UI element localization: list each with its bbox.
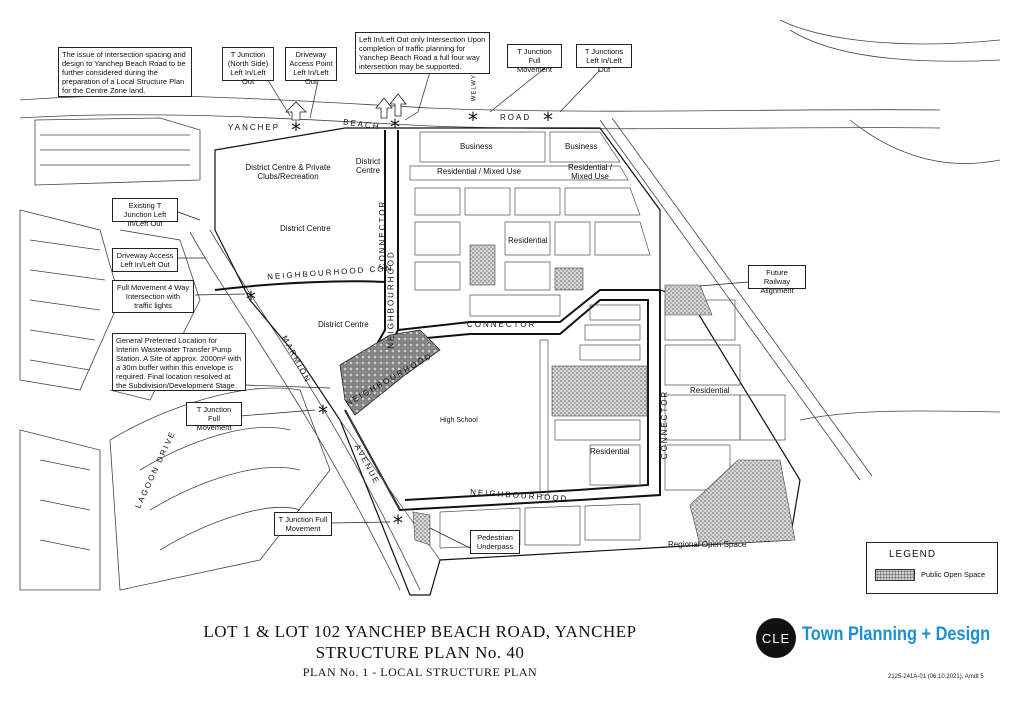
note-existing-t-junction: Existing T Junction Left In/Left Out bbox=[112, 198, 178, 228]
leader-lines bbox=[177, 67, 749, 549]
note-driveway-access: Driveway Access Left In/Left Out bbox=[112, 248, 178, 272]
cle-logo-mark: CLE bbox=[756, 618, 796, 658]
document-reference: 2125-241A-01 (06.10.2021), Amdt 5 bbox=[888, 674, 984, 680]
access-arrows bbox=[285, 93, 407, 121]
area-residential-mixed-2: Residential / Mixed Use bbox=[567, 163, 613, 181]
note-future-railway: Future Railway Alignment bbox=[748, 265, 806, 295]
note-pedestrian-underpass: Pedestrian Underpass bbox=[470, 530, 520, 554]
area-district-centre-3: District Centre bbox=[318, 320, 369, 329]
intersection-markers: * * * * * * * bbox=[246, 108, 553, 535]
legend: LEGEND Public Open Space bbox=[866, 542, 998, 594]
pump-station-envelope bbox=[339, 329, 441, 416]
note-t-junction-full-mid: T Junction Full Movement bbox=[186, 402, 242, 432]
road-label-connector-right: CONNECTOR bbox=[660, 389, 670, 460]
area-residential-mixed-1: Residential / Mixed Use bbox=[437, 167, 522, 176]
area-business-1: Business bbox=[460, 142, 493, 151]
structure-plan-map: * * * * * * * bbox=[19, 19, 1001, 596]
intersection-marker: * bbox=[393, 511, 403, 535]
note-left-in-left-out-only: Left In/Left Out only Intersection Upon … bbox=[355, 32, 490, 74]
area-residential-2: Residential bbox=[690, 386, 730, 395]
intersection-marker: * bbox=[291, 118, 301, 142]
plan-number: PLAN No. 1 - LOCAL STRUCTURE PLAN bbox=[302, 665, 538, 679]
note-t-junction-north: T Junction (North Side) Left In/Left Out bbox=[222, 47, 274, 86]
note-t-junction-full-low: T Junction Full Movement bbox=[274, 512, 332, 536]
note-t-junctions-left: T Junctions Left In/Left Out bbox=[576, 44, 632, 74]
plan-title: LOT 1 & LOT 102 YANCHEP BEACH ROAD, YANC… bbox=[203, 622, 637, 641]
area-district-centre-private: District Centre & Private Clubs/Recreati… bbox=[245, 163, 331, 181]
area-residential-3: Residential bbox=[590, 447, 630, 456]
area-regional-open-space: Regional Open Space bbox=[668, 540, 747, 549]
area-district-centre-2: District Centre bbox=[280, 224, 331, 233]
note-pump-station: General Preferred Location for Interim W… bbox=[112, 333, 246, 391]
public-open-space-swatch bbox=[875, 569, 915, 581]
area-residential-1: Residential bbox=[508, 236, 548, 245]
road-label-road: ROAD bbox=[500, 113, 532, 122]
road-label-neighbourhood-vertical: NEIGHBOURHOOD bbox=[386, 250, 396, 349]
area-high-school: High School bbox=[440, 417, 478, 424]
intersection-marker: * bbox=[543, 108, 553, 132]
road-label-connector-mid: CONNECTOR bbox=[467, 320, 537, 329]
intersection-marker: * bbox=[390, 115, 400, 139]
area-business-2: Business bbox=[565, 142, 598, 151]
cle-logo-text: Town Planning + Design bbox=[802, 624, 991, 645]
note-driveway-access-point: Driveway Access Point Left In/Left Out bbox=[285, 47, 337, 86]
note-t-junction-full-top: T Junction Full Movement bbox=[507, 44, 562, 74]
intersection-marker: * bbox=[246, 287, 256, 311]
public-open-space-areas bbox=[412, 244, 796, 546]
plan-boundary bbox=[214, 127, 801, 596]
road-label-yanchep: YANCHEP bbox=[228, 123, 281, 132]
note-full-movement-4way: Full Movement 4 Way Intersection with tr… bbox=[112, 280, 194, 313]
legend-title: LEGEND bbox=[889, 549, 937, 560]
intersection-marker: * bbox=[318, 401, 328, 425]
surrounding-lots bbox=[19, 19, 1001, 591]
area-district-centre-small: District Centre bbox=[355, 157, 381, 175]
intersection-marker: * bbox=[468, 108, 478, 132]
legend-public-open-space: Public Open Space bbox=[921, 570, 986, 579]
note-intersection-spacing: The issue of intersection spacing and de… bbox=[58, 47, 192, 97]
title-block: LOT 1 & LOT 102 YANCHEP BEACH ROAD, YANC… bbox=[0, 612, 1017, 702]
plan-subtitle: STRUCTURE PLAN No. 40 bbox=[315, 643, 525, 662]
